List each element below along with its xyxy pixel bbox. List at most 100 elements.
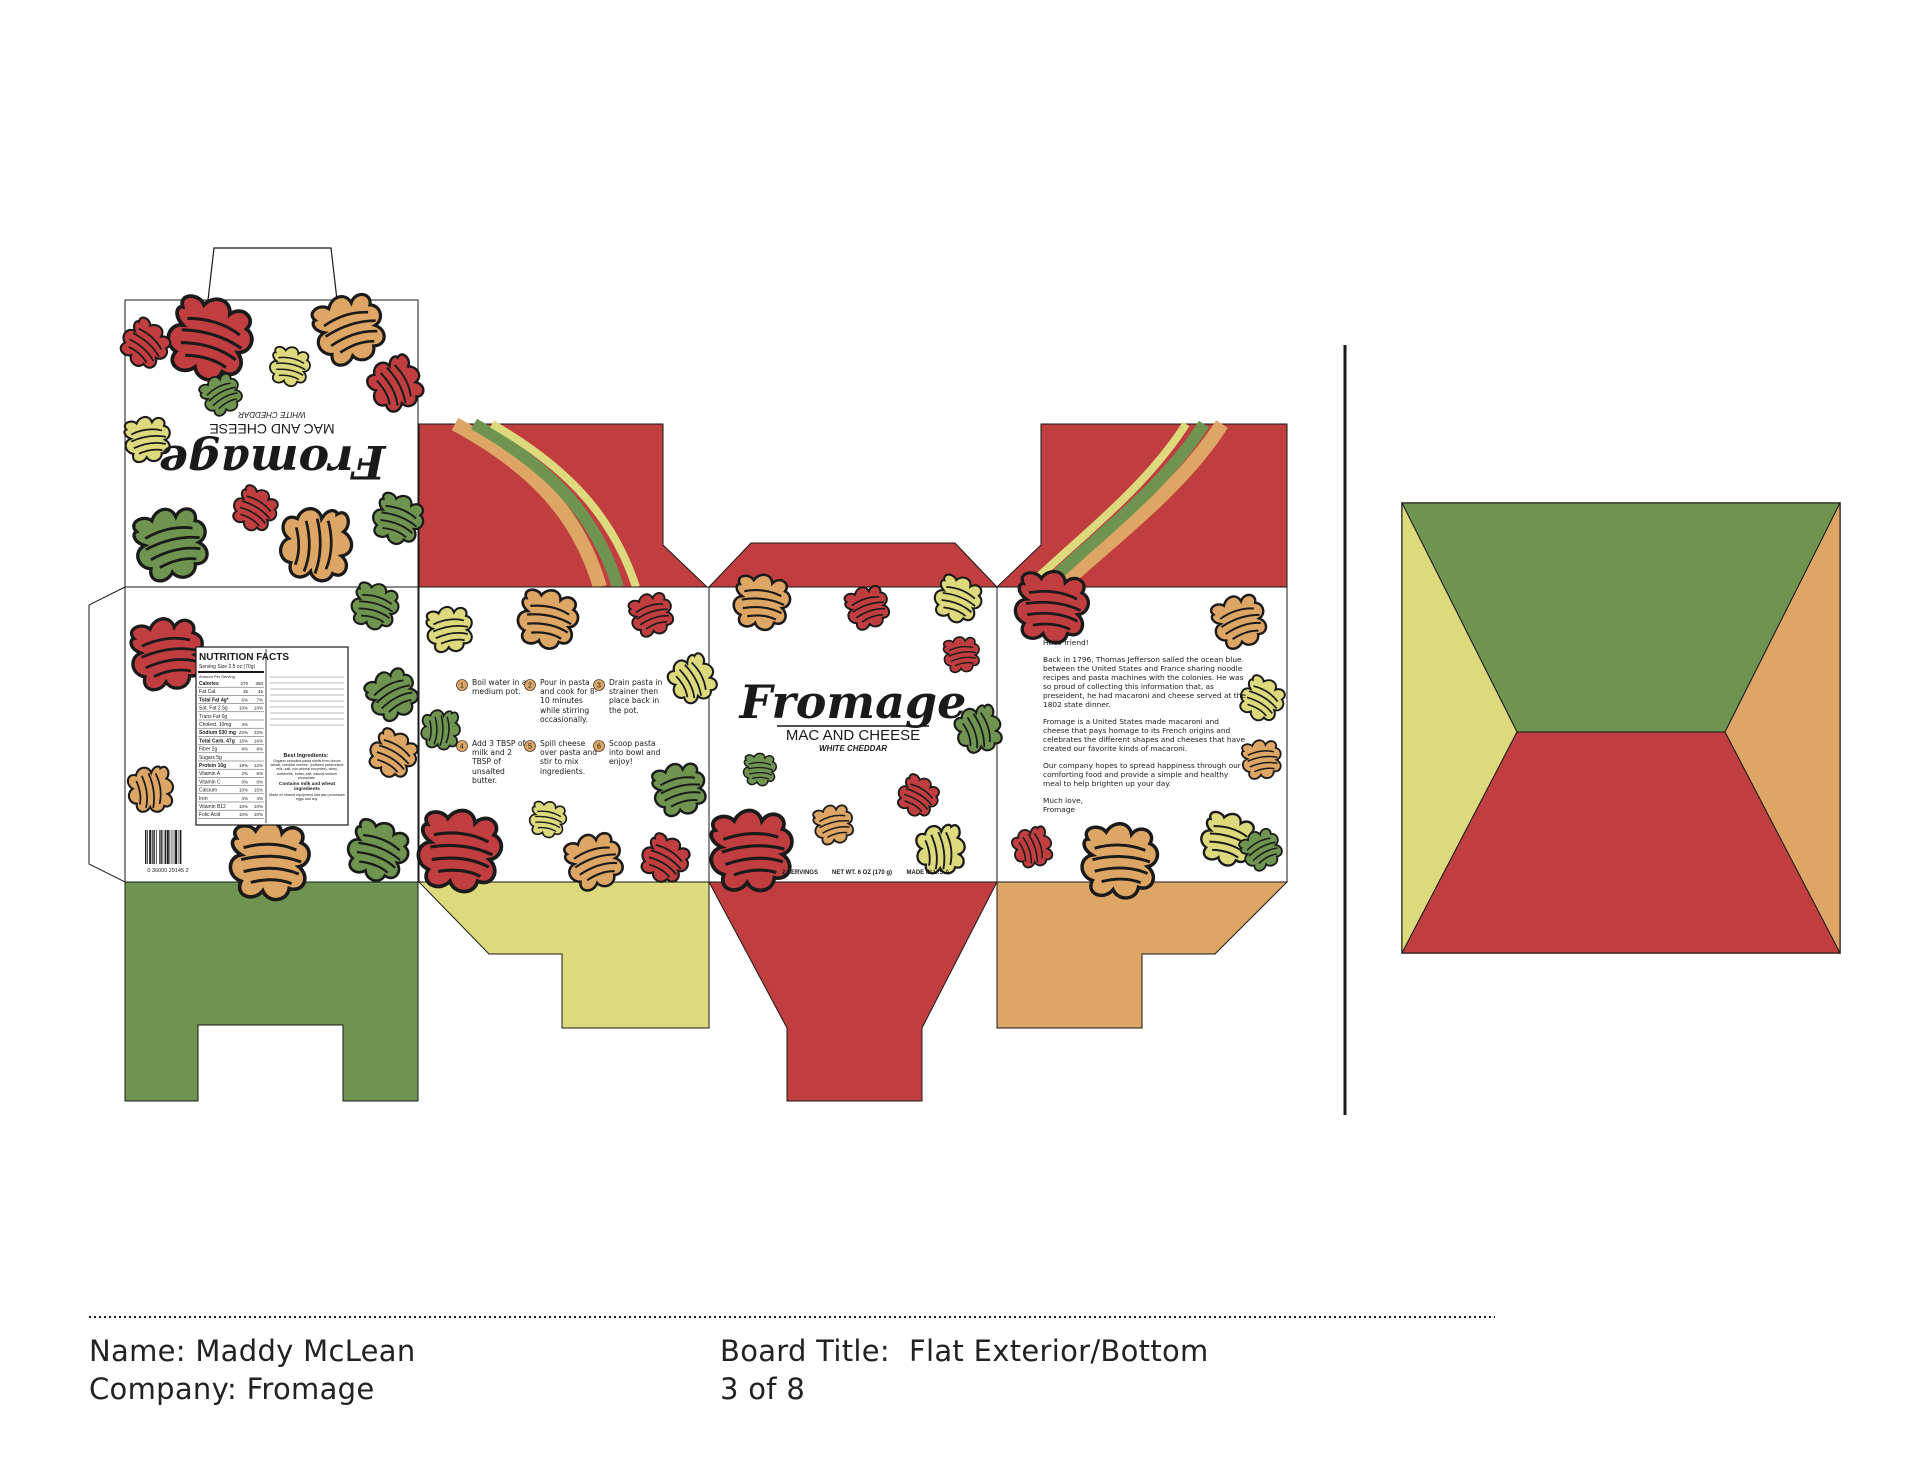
letter-signature: Fromage [1043, 805, 1076, 814]
barcode-number: 0 36000 29145 2 [147, 868, 188, 874]
step-text: Scoop pasta into bowl and enjoy! [609, 739, 661, 767]
top-flap-right [995, 420, 1288, 593]
nutrition-row-value-1: 3% [241, 722, 248, 727]
ingredients-title: Best Ingredients: [284, 753, 329, 759]
nutrition-row-label: Trans Fat 0g [199, 714, 227, 720]
nutrition-row-value-2: 10% [254, 706, 263, 711]
nutrition-row-label: Folic Acid [199, 812, 221, 818]
allergen-text: Made on shared equipment that also proce… [269, 792, 345, 802]
step-number: 2 [528, 683, 532, 690]
step-number-badge [593, 679, 605, 691]
nutrition-row-value-2: 0% [256, 779, 263, 784]
board-title-label: Board Title: [720, 1334, 890, 1368]
footer-name: Name: Maddy McLean [89, 1334, 416, 1368]
ingredients-text: Organic semolina pasta shells from durum… [270, 759, 344, 780]
front-origin: MADE IN U.S.A [906, 870, 950, 876]
instruction-step: 1 Boil water in a medium pot. [456, 678, 527, 697]
company-label: Company: [89, 1372, 238, 1406]
nutrition-row-label: Calories [199, 681, 219, 687]
front-net-weight: NET WT. 6 OZ (170 g) [832, 870, 892, 876]
cooking-instructions: 1 Boil water in a medium pot.2 Pour in pas… [456, 678, 662, 785]
step-number: 5 [528, 744, 532, 751]
nutrition-row-label: Sat. Fat 2.5g [199, 706, 228, 712]
front-logo-brand: Fromage [738, 675, 967, 729]
nutrition-row-value-1: 10% [239, 788, 248, 793]
bottom-flap-red [708, 881, 998, 1102]
letter-paragraph-1: Back in 1796, Thomas Jefferson sailed th… [1043, 655, 1246, 709]
nutrition-row-value-2: 6% [256, 771, 263, 776]
step-text: Pour in pasta and cook for 8-10 minutes … [540, 678, 598, 724]
nutrition-row-label: Fiber 2g [199, 747, 218, 753]
instruction-step: 5 Spill cheese over pasta and stir to mix… [524, 739, 598, 776]
nutrition-row-value-2: 15% [254, 788, 263, 793]
step-text: Add 3 TBSP of milk and 2 TBSP of unsalte… [472, 739, 526, 785]
front-logo: Fromage MAC AND CHEESE WHITE CHEDDAR [738, 675, 967, 753]
nutrition-row-value-2: 350 [255, 681, 263, 686]
step-number-badge [524, 679, 536, 691]
name-label: Name: [89, 1334, 186, 1368]
name-value: Maddy McLean [195, 1334, 416, 1368]
step-text: Spill cheese over pasta and stir to mix … [540, 739, 598, 776]
front-logo-variety: WHITE CHEDDAR [819, 744, 887, 753]
step-number-badge [593, 740, 605, 752]
nutrition-row-value-1: 19% [239, 763, 248, 768]
front-servings: 2 SERVINGS [782, 870, 818, 876]
handle-tab [207, 247, 338, 301]
nutrition-row-label: Vitamin A [199, 771, 221, 777]
nutrition-row-value-2: 10% [254, 812, 263, 817]
nutrition-row-value-2: 16% [254, 738, 263, 743]
nutrition-row-label: Total Fat 4g* [199, 697, 229, 703]
step-number: 6 [597, 744, 601, 751]
nutrition-label: NUTRITION FACTS Serving Size 2.5 oz (70g… [195, 646, 349, 826]
nutrition-row-label: Iron [199, 796, 208, 802]
nutrition-row-label: Fat Cal. [199, 689, 217, 695]
nutrition-row-label: Sodium 530 mg [199, 730, 236, 736]
nutrition-row-value-1: 10% [239, 706, 248, 711]
letter-greeting: Hello friend! [1043, 638, 1089, 647]
nutrition-row-value-2: 22% [254, 730, 263, 735]
instruction-step: 6 Scoop pasta into bowl and enjoy! [593, 739, 661, 767]
nutrition-row-value-2: 45 [258, 689, 264, 694]
nutrition-row-label: Vitamin B12 [199, 804, 226, 810]
top-logo: Fromage MAC AND CHEESE WHITE CHEDDAR [159, 410, 388, 489]
nutrition-row-value-1: 22% [239, 730, 248, 735]
barcode: 0 36000 29145 2 [143, 830, 193, 874]
nutrition-row-value-1: 10% [239, 812, 248, 817]
bottom-red-face [1401, 731, 1841, 954]
nutrition-row-value-1: 6% [241, 697, 248, 702]
step-text: Boil water in a medium pot. [472, 678, 527, 697]
top-flap-left [418, 417, 709, 590]
nutrition-row-value-1: 270 [240, 681, 248, 686]
glue-flap [88, 586, 126, 883]
nutrition-row-label: Calcium [199, 788, 217, 794]
nutrition-row-value-2: 4% [256, 796, 263, 801]
nutrition-amount-label: Amount Per Serving [199, 674, 235, 679]
footer-board-title: Board Title: Flat Exterior/Bottom [720, 1334, 1209, 1368]
nutrition-serving: Serving Size 2.5 oz (70g) [199, 664, 255, 670]
nutrition-row-value-2: 10% [254, 804, 263, 809]
nutrition-row-value-1: 4% [241, 796, 248, 801]
top-logo-product: MAC AND CHEESE [209, 421, 334, 437]
nutrition-row-value-1: 10% [239, 804, 248, 809]
nutrition-row-label: Total Carb. 47g [199, 738, 235, 744]
nutrition-title: NUTRITION FACTS [199, 652, 289, 663]
step-number-badge [456, 740, 468, 752]
assembled-bottom-view [1401, 502, 1841, 954]
nutrition-row-value-1: 16% [239, 738, 248, 743]
top-logo-variety: WHITE CHEDDAR [238, 410, 306, 419]
nutrition-row-label: Protein 10g [199, 763, 226, 769]
bottom-flap-green [124, 881, 419, 1102]
nutrition-row-label: Vitamin C [199, 779, 221, 785]
board-title-value: Flat Exterior/Bottom [909, 1334, 1209, 1368]
top-logo-brand: Fromage [159, 435, 388, 489]
nutrition-row-value-1: 0% [241, 779, 248, 784]
step-number: 1 [460, 683, 464, 690]
instruction-step: 2 Pour in pasta and cook for 8-10 minutes… [524, 678, 598, 724]
nutrition-row-label: Sugars 5g [199, 755, 222, 761]
nutrition-row-label: Cholest. 10mg [199, 722, 231, 728]
letter-closing: Much love, [1043, 796, 1084, 805]
footer-page-number: 3 of 8 [720, 1372, 805, 1406]
